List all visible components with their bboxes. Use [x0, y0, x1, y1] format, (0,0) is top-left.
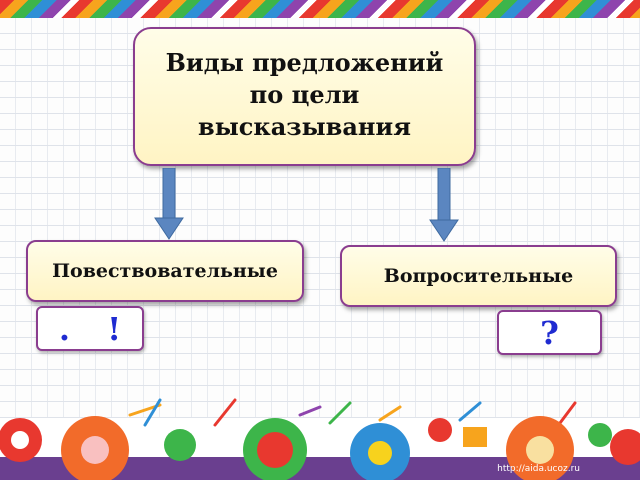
- arrow-down-left-icon: [154, 168, 184, 240]
- interrogative-box: Вопросительные: [340, 245, 617, 307]
- decorative-top-stripes: [0, 0, 640, 18]
- footer-source-link: http://aida.ucoz.ru: [497, 464, 580, 474]
- declarative-box: Повествовательные: [26, 240, 304, 302]
- title-line-2: по цели: [249, 80, 360, 109]
- main-topic-box: Виды предложений по цели высказывания: [133, 27, 476, 166]
- arrow-down-right-icon: [429, 168, 459, 242]
- declarative-punctuation-box: . !: [36, 306, 144, 351]
- title-line-1: Виды предложений: [165, 48, 444, 77]
- interrogative-label: Вопросительные: [383, 265, 574, 287]
- title-line-3: высказывания: [198, 112, 411, 141]
- declarative-label: Повествовательные: [52, 260, 278, 282]
- decorative-flowers-border: [0, 398, 640, 480]
- interrogative-punctuation: ?: [540, 313, 559, 352]
- interrogative-punctuation-box: ?: [497, 310, 602, 355]
- declarative-punctuation: . !: [58, 309, 122, 348]
